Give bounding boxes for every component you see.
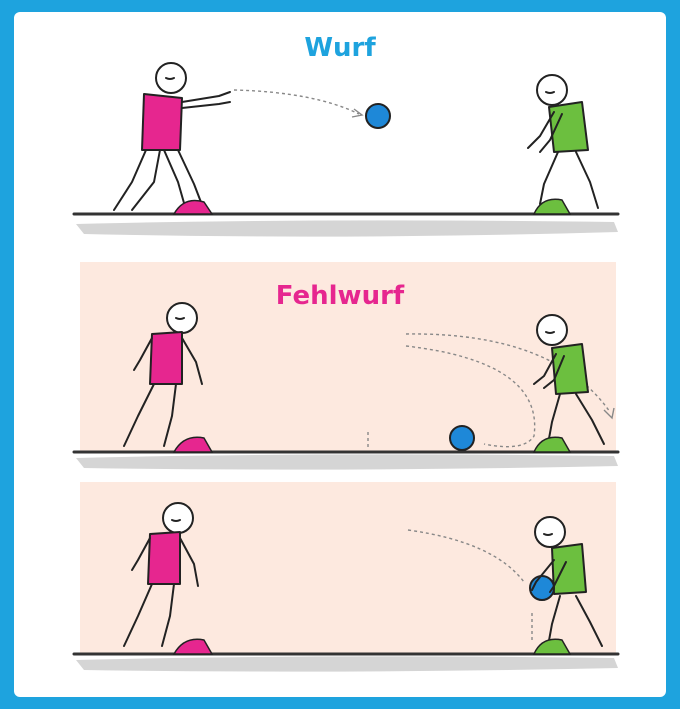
illustration-canvas: Wurf <box>14 12 666 697</box>
trajectory-arrowhead <box>352 109 362 117</box>
floor-shadow <box>76 220 618 236</box>
trajectory-line <box>234 90 359 114</box>
stick-figure-catcher-icon <box>528 75 598 208</box>
miss-panel: Fehlwurf <box>74 262 618 470</box>
stick-figure-thrower-icon <box>114 63 230 210</box>
throw-panel: Wurf <box>74 33 618 237</box>
ball-icon <box>366 104 390 128</box>
floor-shadow <box>76 454 618 469</box>
ball-icon <box>450 426 474 450</box>
illustration-area: Wurf <box>14 12 666 697</box>
catch-panel <box>74 482 618 672</box>
miss-panel-title: Fehlwurf <box>276 281 405 311</box>
floor-shadow <box>76 656 618 671</box>
cone-marker-icon <box>534 199 570 214</box>
cone-marker-icon <box>174 201 212 215</box>
throw-panel-title: Wurf <box>304 33 376 63</box>
